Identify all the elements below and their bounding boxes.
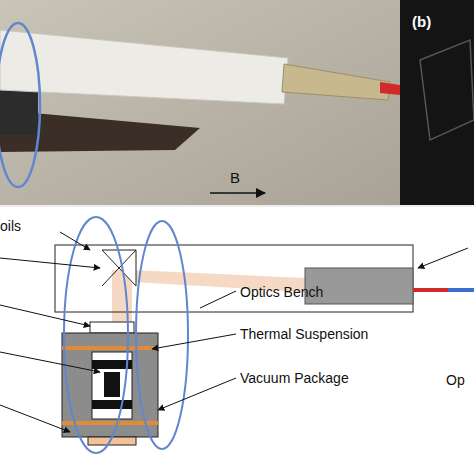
part-label: Vacuum Package bbox=[240, 370, 349, 386]
braided-cable bbox=[282, 64, 390, 100]
coil-outline bbox=[136, 221, 188, 449]
leader-arrow bbox=[60, 232, 90, 250]
photo-background bbox=[0, 0, 400, 205]
part-label: B bbox=[230, 170, 240, 186]
vacuum-package bbox=[62, 333, 158, 437]
part-label: Thermal Suspension bbox=[240, 326, 368, 342]
red-wire bbox=[380, 82, 400, 95]
leader-arrow bbox=[158, 378, 236, 410]
leader-arrow bbox=[152, 334, 236, 349]
leader-arrow bbox=[0, 405, 70, 432]
chip-photo bbox=[400, 0, 474, 205]
part-label: oils bbox=[0, 218, 21, 234]
suspension-layer bbox=[62, 421, 158, 425]
chip-outline bbox=[420, 40, 474, 140]
optics-bench-tube bbox=[0, 30, 288, 104]
cell-layer bbox=[92, 400, 132, 409]
leader-arrow bbox=[418, 248, 468, 268]
optics-bench bbox=[55, 245, 413, 312]
leader-arrow bbox=[0, 305, 90, 326]
cell-core bbox=[104, 372, 120, 397]
suspension-layer bbox=[62, 346, 158, 350]
field-arrow bbox=[210, 192, 265, 194]
leader-arrow bbox=[0, 258, 100, 268]
leader-line bbox=[200, 291, 236, 308]
panel-divider bbox=[0, 206, 474, 207]
fiber-red bbox=[413, 288, 448, 292]
coil-outline bbox=[0, 23, 40, 187]
part-label: (b) bbox=[412, 14, 431, 30]
coil-outline bbox=[64, 217, 128, 453]
leader-arrow bbox=[0, 352, 100, 372]
part-label: Op bbox=[446, 372, 465, 388]
fiber-blue bbox=[448, 288, 474, 292]
part-label: Optics Bench bbox=[240, 284, 323, 300]
